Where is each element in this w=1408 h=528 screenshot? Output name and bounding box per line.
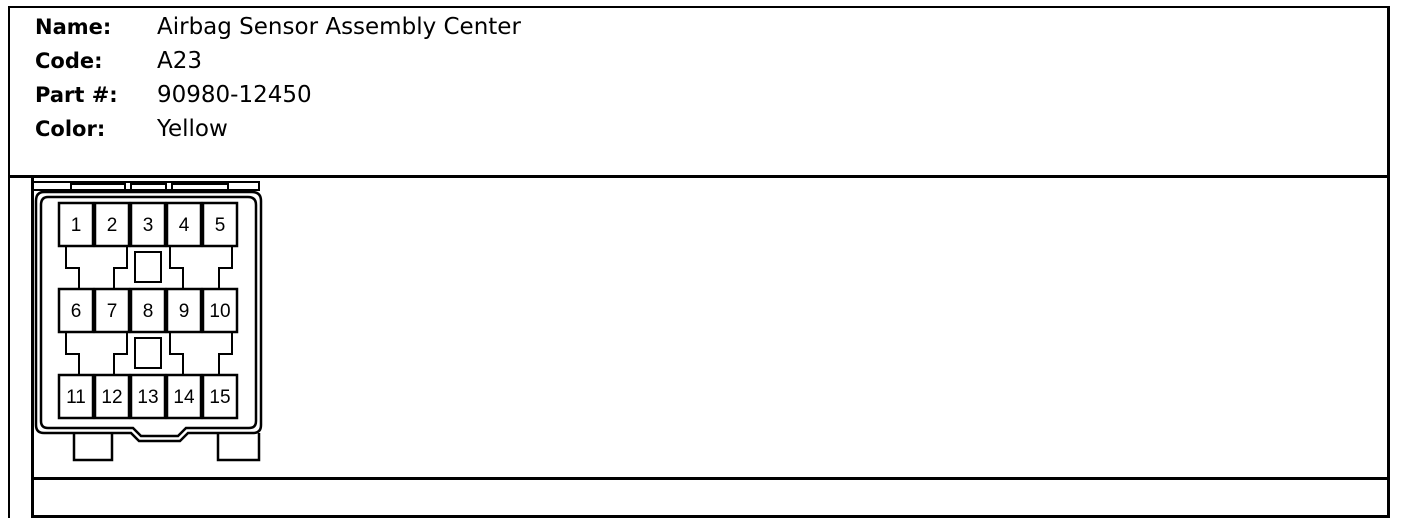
pin-label: 14 (173, 387, 195, 408)
pin-label: 1 (71, 215, 82, 236)
color-value: Yellow (157, 116, 228, 142)
name-label: Name: (35, 15, 112, 39)
info-divider (8, 175, 1390, 178)
pin-label: 9 (179, 301, 190, 322)
pin-label: 10 (209, 301, 230, 322)
pin-label: 7 (107, 301, 118, 322)
name-value: Airbag Sensor Assembly Center (157, 14, 521, 40)
part-label: Part #: (35, 83, 118, 107)
code-value: A23 (157, 48, 203, 74)
pin-label: 5 (215, 215, 226, 236)
pin-label: 11 (66, 387, 86, 408)
pin-label: 13 (137, 387, 158, 408)
pin-label: 12 (101, 387, 122, 408)
pin-label: 15 (209, 387, 230, 408)
footer-frame (31, 480, 1390, 518)
pin-label: 3 (143, 215, 154, 236)
pin-label: 8 (143, 301, 154, 322)
code-label: Code: (35, 49, 103, 73)
pin-label: 2 (107, 215, 118, 236)
part-value: 90980-12450 (157, 82, 312, 108)
pin-label: 4 (179, 215, 190, 236)
color-label: Color: (35, 117, 106, 141)
pin-label: 6 (71, 301, 82, 322)
diagram-frame (31, 178, 1390, 480)
